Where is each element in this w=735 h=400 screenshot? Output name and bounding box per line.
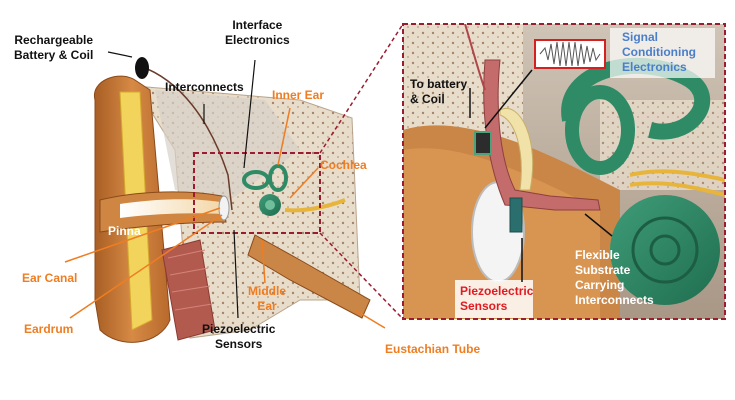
battery-coil-device	[135, 57, 149, 79]
label-to-battery-coil: To battery& Coil	[410, 77, 468, 106]
flexible-substrate	[483, 59, 601, 211]
eustachian-tube-shape	[247, 234, 371, 319]
zoomed-panel	[403, 24, 725, 319]
ear-cross-section	[64, 51, 386, 343]
label-cochlea: Cochlea	[320, 158, 367, 172]
signal-chip	[474, 131, 492, 155]
label-eardrum: Eardrum	[24, 322, 74, 336]
label-ear-canal: Ear Canal	[22, 271, 78, 285]
label-eustachian-tube: Eustachian Tube	[385, 342, 481, 356]
label-inner-ear: Inner Ear	[272, 88, 325, 102]
interconnect-wire-left	[139, 65, 233, 211]
label-interconnects: Interconnects	[165, 80, 244, 94]
cochlea-zoom	[561, 58, 720, 305]
muscle	[161, 239, 216, 341]
zoom-region-box	[193, 152, 321, 234]
piezo-sensor-chip	[509, 197, 523, 233]
cochlea-left	[242, 164, 288, 216]
label-pinna: Pinna	[108, 224, 141, 238]
zoom-panel-frame	[402, 23, 726, 320]
